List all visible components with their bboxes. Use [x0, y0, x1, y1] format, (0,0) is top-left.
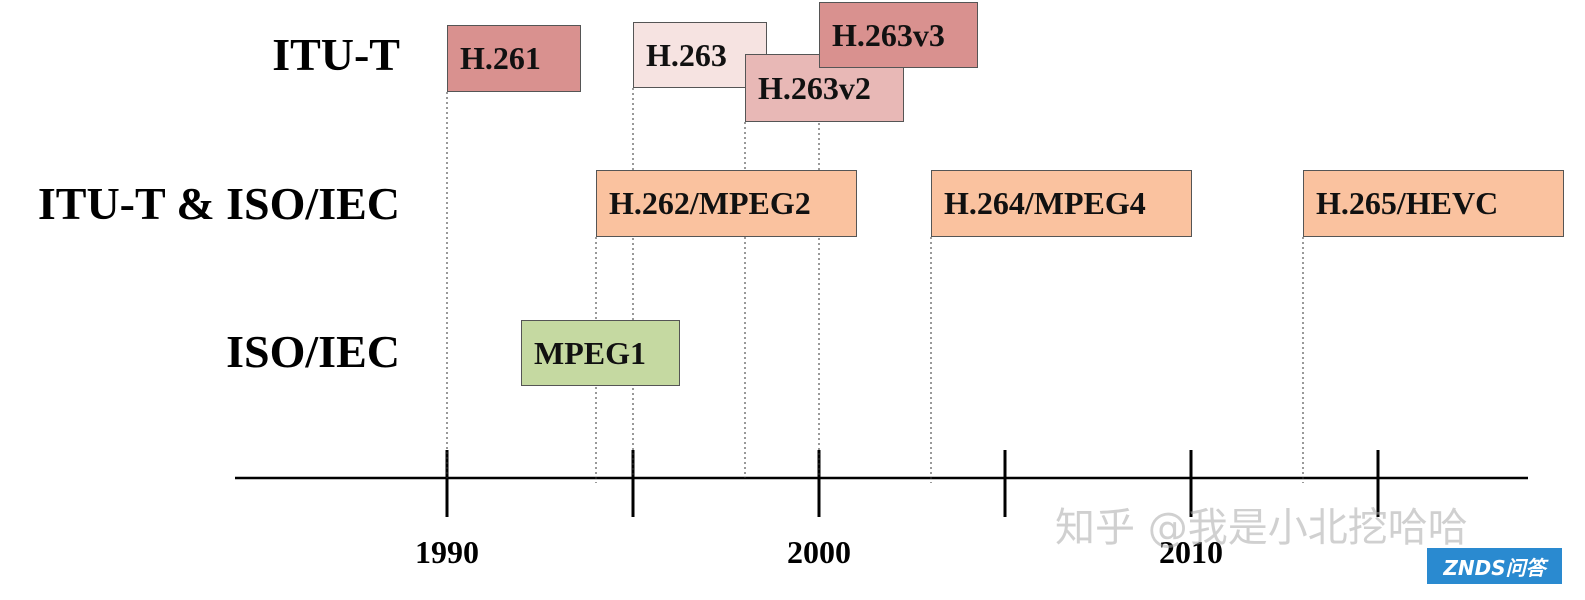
codec-label-mpeg1: MPEG1 [534, 334, 646, 371]
row-label-iso-iec: ISO/IEC [226, 326, 400, 377]
codec-box-h261: H.261 [447, 25, 581, 92]
znds-logo: ZNDS问答 [1427, 548, 1562, 584]
year-label-2000: 2000 [787, 534, 851, 570]
codec-box-h265: H.265/HEVC [1303, 170, 1564, 237]
codec-box-h262: H.262/MPEG2 [596, 170, 857, 237]
codec-label-h265: H.265/HEVC [1316, 185, 1499, 221]
codec-label-h263v2: H.263v2 [758, 69, 871, 106]
year-label-2010: 2010 [1159, 534, 1223, 570]
codec-label-h261: H.261 [460, 40, 541, 76]
codec-label-h262: H.262/MPEG2 [609, 185, 811, 221]
codec-box-mpeg1: MPEG1 [521, 320, 680, 386]
watermark-text: 知乎 @我是小北挖哈哈 [1055, 505, 1468, 551]
codec-label-h263v3: H.263v3 [832, 16, 945, 53]
codec-box-h263v3: H.263v3 [819, 2, 978, 68]
codec-box-h264: H.264/MPEG4 [931, 170, 1192, 237]
codec-box-h263: H.263 [633, 22, 767, 88]
guide-lines [446, 68, 1304, 483]
codec-label-h263: H.263 [646, 37, 727, 73]
row-label-joint: ITU-T & ISO/IEC [37, 178, 400, 229]
row-label-itu-t: ITU-T [272, 29, 400, 80]
year-label-1990: 1990 [415, 534, 479, 570]
codec-label-h264: H.264/MPEG4 [944, 185, 1146, 221]
